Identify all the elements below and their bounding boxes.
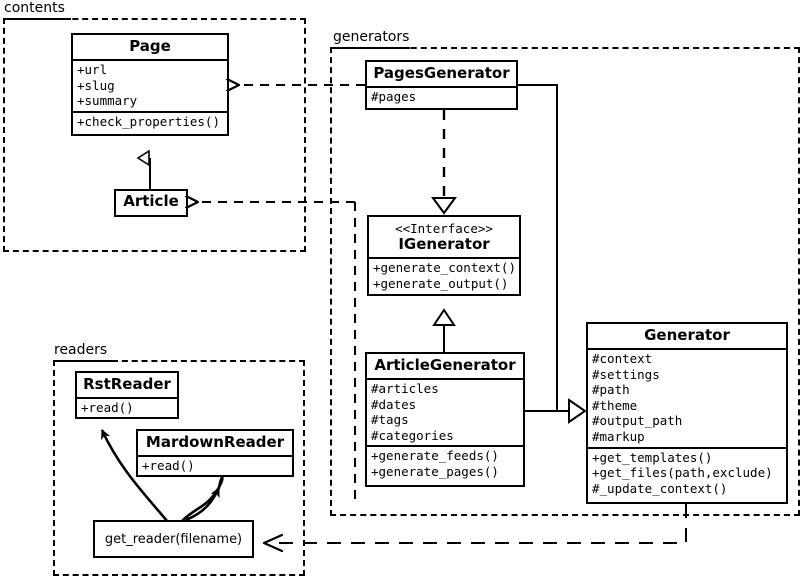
- class-page[interactable]: Page +url +slug +summary +check_properti…: [71, 33, 229, 136]
- attr: #path: [592, 382, 630, 398]
- package-generators-label-underline: [330, 47, 410, 49]
- package-readers-label: readers: [52, 342, 110, 358]
- class-page-title: Page: [73, 35, 227, 61]
- attr: +slug: [77, 77, 115, 93]
- package-contents: [3, 18, 306, 252]
- package-readers: [53, 360, 305, 576]
- class-mardown-reader-methods: +read(): [138, 457, 292, 476]
- package-generators-label: generators: [331, 29, 412, 45]
- attr: +url: [77, 62, 108, 77]
- attr: #articles: [371, 381, 439, 396]
- class-igenerator-title: <<Interface>> IGenerator: [369, 217, 519, 259]
- class-pages-generator-attributes: #pages: [367, 88, 516, 107]
- method: +generate_pages(): [371, 463, 499, 479]
- function-get-reader-label: get_reader(filename): [104, 531, 243, 547]
- class-page-methods: +check_properties(): [73, 113, 227, 132]
- attr: #pages: [371, 89, 417, 104]
- method: +generate_output(): [373, 275, 509, 291]
- class-generator[interactable]: Generator #context #settings #path #them…: [586, 322, 788, 504]
- package-readers-label-underline: [53, 360, 115, 362]
- class-generator-methods: +get_templates() +get_files(path,exclude…: [588, 449, 786, 499]
- class-rst-reader-title: RstReader: [77, 373, 177, 399]
- method: +read(): [142, 458, 195, 473]
- class-pages-generator-title: PagesGenerator: [367, 62, 516, 88]
- attr: #markup: [592, 428, 645, 444]
- method: +check_properties(): [77, 113, 220, 129]
- class-pages-generator[interactable]: PagesGenerator #pages: [365, 60, 518, 110]
- class-igenerator-name: IGenerator: [398, 235, 490, 253]
- attr: #output_path: [592, 413, 683, 429]
- class-article-generator-title: ArticleGenerator: [367, 354, 523, 380]
- class-mardown-reader-title: MardownReader: [138, 431, 292, 457]
- class-rst-reader-methods: +read(): [77, 399, 177, 418]
- class-article[interactable]: Article: [114, 189, 188, 217]
- method: +get_files(path,exclude): [592, 465, 773, 481]
- attr: +summary: [77, 93, 138, 109]
- attr: #context: [592, 351, 653, 366]
- package-contents-label-underline: [3, 18, 71, 20]
- class-generator-attributes: #context #settings #path #theme #output_…: [588, 350, 786, 449]
- method: #_update_context(): [592, 480, 728, 496]
- class-page-attributes: +url +slug +summary: [73, 61, 227, 113]
- attr: #categories: [371, 427, 454, 443]
- attr: #dates: [371, 396, 417, 412]
- attr: #tags: [371, 412, 409, 428]
- method: +get_templates(): [592, 449, 713, 465]
- method: +generate_context(): [373, 260, 516, 275]
- class-generator-title: Generator: [588, 324, 786, 350]
- attr: #theme: [592, 397, 638, 413]
- class-mardown-reader[interactable]: MardownReader +read(): [136, 429, 294, 477]
- class-article-generator[interactable]: ArticleGenerator #articles #dates #tags …: [365, 352, 525, 487]
- package-contents-label: contents: [2, 0, 67, 16]
- class-igenerator-methods: +generate_context() +generate_output(): [369, 259, 519, 293]
- class-article-title: Article: [123, 192, 179, 210]
- class-article-generator-methods: +generate_feeds() +generate_pages(): [367, 447, 523, 481]
- method: +generate_feeds(): [371, 448, 499, 464]
- class-igenerator[interactable]: <<Interface>> IGenerator +generate_conte…: [367, 215, 521, 296]
- function-get-reader[interactable]: get_reader(filename): [93, 520, 254, 558]
- attr: #settings: [592, 366, 660, 382]
- class-igenerator-stereotype: <<Interface>>: [395, 221, 493, 236]
- class-rst-reader[interactable]: RstReader +read(): [75, 371, 179, 419]
- class-article-generator-attributes: #articles #dates #tags #categories: [367, 380, 523, 448]
- method: +read(): [81, 400, 134, 415]
